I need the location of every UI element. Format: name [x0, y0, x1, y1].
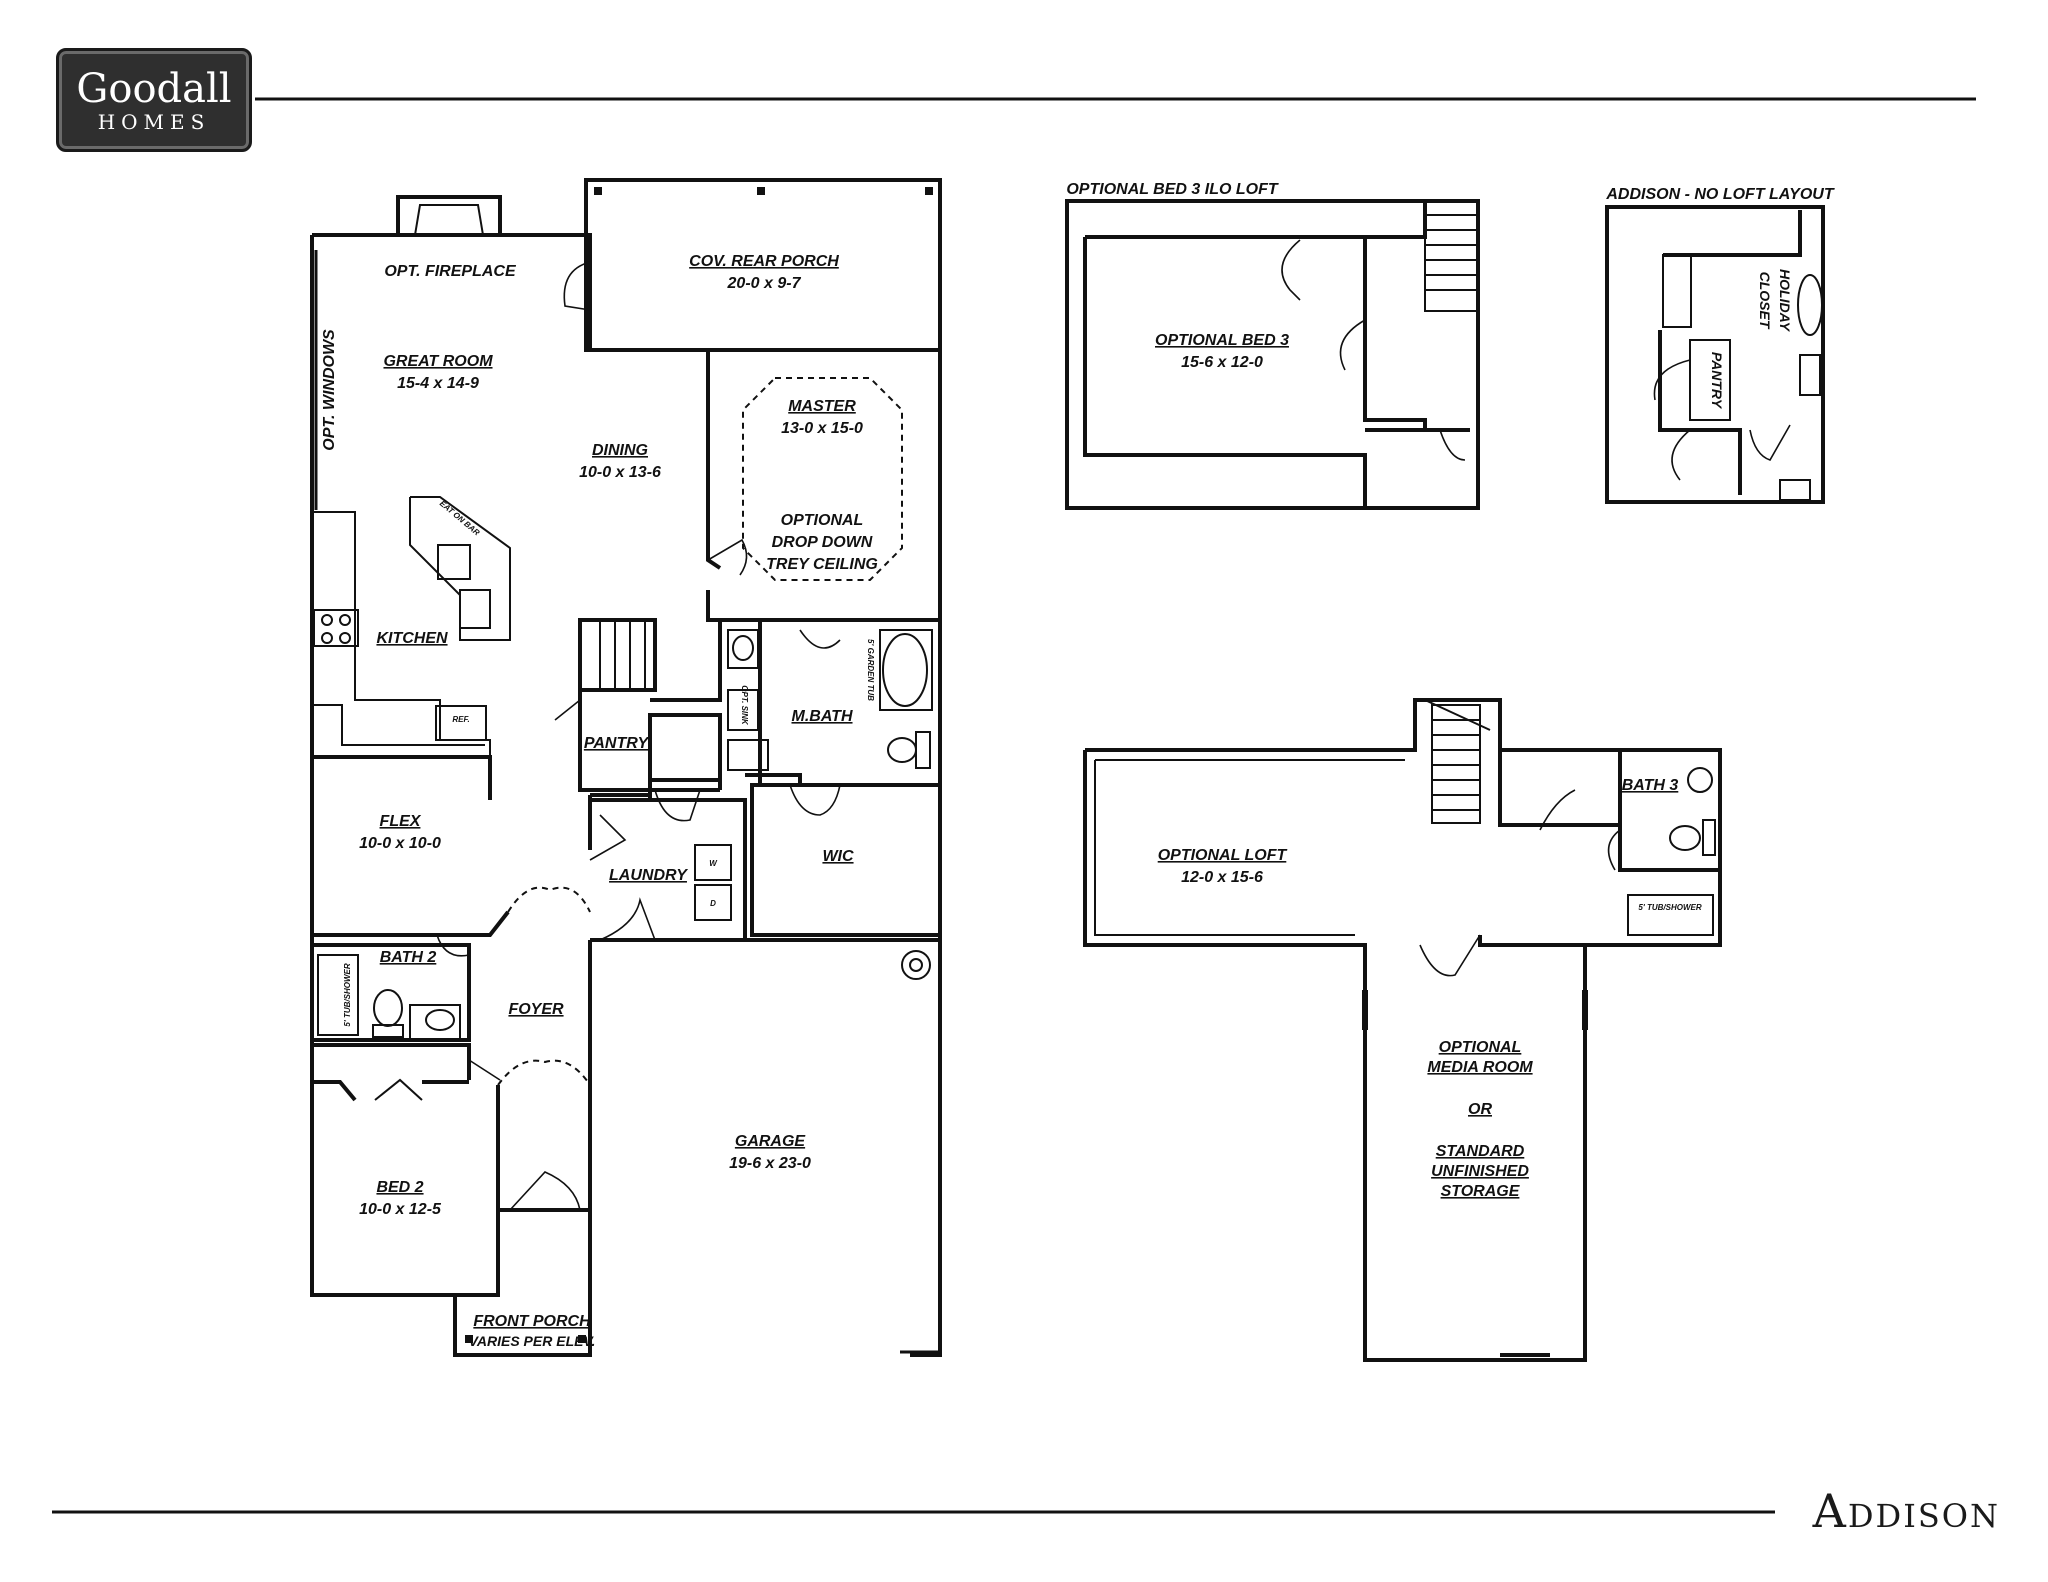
label-bed2: BED 2 — [376, 1179, 423, 1196]
fireplace-outline — [396, 195, 502, 235]
logo-brand-sub: HOMES — [97, 110, 211, 134]
label-master-dim: 13-0 x 15-0 — [781, 420, 863, 437]
label-trey-3: TREY CEILING — [766, 556, 878, 573]
label-dining: DINING — [592, 442, 648, 459]
label-opt-sink: OPT. SINK — [740, 685, 749, 726]
label-trey-1: OPTIONAL — [781, 512, 864, 529]
label-media-3: STANDARD — [1436, 1143, 1525, 1160]
walk-in-closet — [750, 783, 942, 937]
no-loft-pantry — [1689, 339, 1731, 421]
label-laundry: LAUNDRY — [609, 867, 688, 884]
bath2 — [310, 943, 471, 1042]
label-great-room-dim: 15-4 x 14-9 — [397, 375, 479, 392]
label-pantry: PANTRY — [584, 735, 650, 752]
main-floor-plan — [310, 178, 942, 1357]
label-bath2: BATH 2 — [380, 949, 437, 966]
label-front-porch-sub: VARIES PER ELEV. — [469, 1333, 596, 1349]
trey-ceiling-outline — [742, 377, 903, 581]
label-front-porch: FRONT PORCH — [473, 1313, 591, 1330]
foyer-entry-doors — [497, 1059, 591, 1086]
label-no-loft-pantry: PANTRY — [1709, 352, 1725, 410]
master-wall — [706, 350, 722, 570]
flex-french-doors — [507, 886, 591, 913]
main-exterior-wall-left — [310, 235, 592, 1357]
rear-door — [563, 261, 591, 311]
label-opt-bed3: OPTIONAL BED 3 — [1155, 332, 1289, 349]
label-master-bath: M.BATH — [791, 708, 852, 725]
label-garage: GARAGE — [735, 1133, 807, 1150]
label-no-loft-caption: ADDISON - NO LOFT LAYOUT — [1605, 186, 1834, 203]
optional-bed3-plan — [1065, 199, 1480, 510]
label-flex: FLEX — [380, 813, 422, 830]
garden-tub — [882, 633, 928, 707]
upper-floor-plan — [1083, 698, 1722, 1362]
label-closet: CLOSET — [1757, 272, 1773, 330]
label-holiday: HOLIDAY — [1777, 269, 1793, 333]
label-flex-dim: 10-0 x 10-0 — [359, 835, 441, 852]
label-kitchen: KITCHEN — [376, 630, 448, 647]
label-opt-fireplace: OPT. FIREPLACE — [384, 263, 517, 280]
label-opt-bed3-dim: 15-6 x 12-0 — [1181, 354, 1263, 371]
label-foyer: FOYER — [508, 1001, 564, 1018]
label-dryer: D — [710, 899, 716, 908]
main-stairs — [578, 618, 657, 692]
goodall-homes-logo: Goodall HOMES — [56, 48, 252, 152]
plan-title: Addison — [1812, 1484, 2000, 1538]
label-trey-2: DROP DOWN — [772, 534, 873, 551]
label-opt-windows: OPT. WINDOWS — [321, 329, 338, 451]
bed3-plan-outline — [1065, 199, 1480, 510]
label-rear-porch: COV. REAR PORCH — [689, 253, 839, 270]
label-bath2-tub: 5' TUB/SHOWER — [343, 963, 352, 1026]
label-bath3-tub: 5' TUB/SHOWER — [1638, 903, 1701, 912]
no-loft-outline — [1605, 205, 1825, 504]
label-media-5: STORAGE — [1441, 1183, 1521, 1200]
label-media-2: MEDIA ROOM — [1427, 1059, 1533, 1076]
label-opt-loft-dim: 12-0 x 15-6 — [1181, 869, 1263, 886]
no-loft-layout-plan — [1605, 205, 1825, 504]
refrigerator — [435, 705, 487, 741]
master-toilet — [887, 737, 917, 763]
label-eat-on-bar: EAT ON BAR — [438, 499, 482, 538]
label-wic: WIC — [822, 848, 854, 865]
label-media-1: OPTIONAL — [1439, 1039, 1522, 1056]
logo-brand-name: Goodall — [76, 66, 232, 112]
range — [313, 609, 359, 647]
label-opt-bed3-caption: OPTIONAL BED 3 ILO LOFT — [1066, 181, 1278, 198]
label-garden-tub: 5' GARDEN TUB — [866, 639, 875, 701]
label-dining-dim: 10-0 x 13-6 — [579, 464, 661, 481]
kitchen-island — [409, 496, 511, 641]
label-opt-loft: OPTIONAL LOFT — [1158, 847, 1288, 864]
label-garage-dim: 19-6 x 23-0 — [729, 1155, 811, 1172]
label-ref: REF. — [452, 715, 469, 724]
label-washer: W — [709, 859, 718, 868]
label-rear-porch-dim: 20-0 x 9-7 — [727, 275, 802, 292]
label-bed2-dim: 10-0 x 12-5 — [359, 1201, 442, 1218]
bed3-stairs — [1424, 200, 1479, 312]
label-media-4: UNFINISHED — [1431, 1163, 1529, 1180]
label-great-room: GREAT ROOM — [383, 353, 493, 370]
rear-porch-outline — [584, 178, 942, 352]
label-master: MASTER — [788, 398, 856, 415]
label-bath3: BATH 3 — [1622, 777, 1679, 794]
label-media-or: OR — [1468, 1101, 1492, 1118]
plan-labels: OPT. FIREPLACE OPT. WINDOWS COV. REAR PO… — [321, 181, 1835, 1349]
water-heater — [901, 950, 931, 980]
